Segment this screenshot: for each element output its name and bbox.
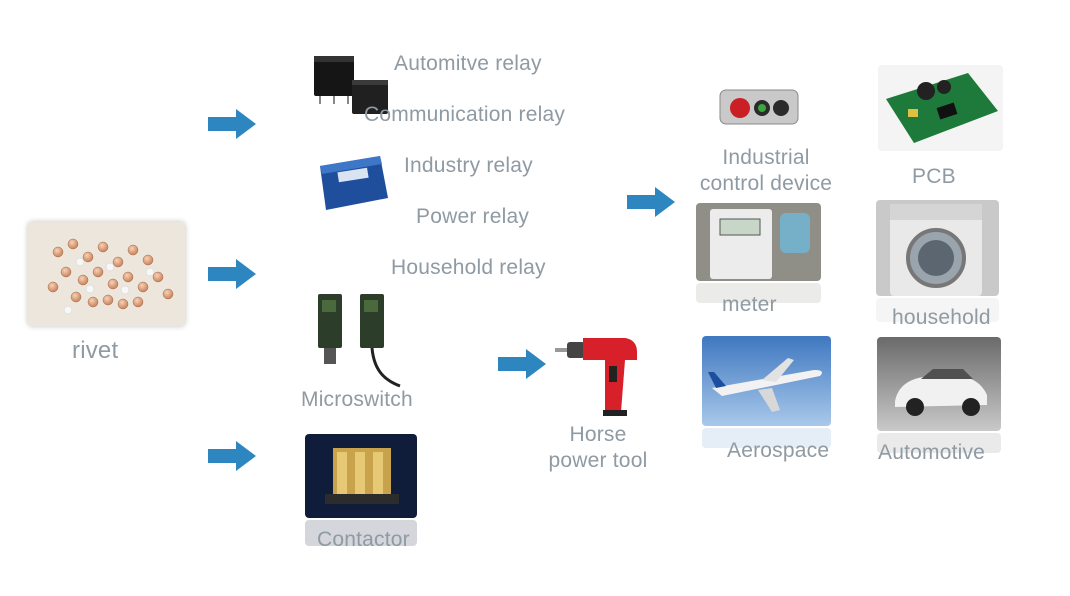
contactor-label: Contactor — [317, 528, 410, 551]
industrial-control-label-line2: control device — [699, 172, 833, 195]
washing-machine-icon — [890, 204, 982, 296]
industrial-control-label-line1: Industrial — [722, 146, 810, 169]
meter-label: meter — [722, 293, 777, 316]
car-icon — [895, 369, 987, 416]
aerospace-reflection — [702, 428, 831, 448]
automotive-label: Automotive — [878, 441, 986, 464]
airplane-icon — [708, 358, 822, 412]
pcb-photo — [878, 65, 1003, 151]
power-tool-label-line1: Horse — [569, 423, 627, 446]
automotive-reflection — [877, 433, 1001, 453]
power-drill-icon — [555, 338, 637, 416]
household-photo — [876, 200, 999, 296]
contactor-reflection — [305, 520, 417, 546]
pcb-label: PCB — [912, 165, 956, 188]
arrow-right-icon — [208, 441, 256, 471]
household-reflection — [876, 298, 999, 322]
microswitch-label: Microswitch — [301, 388, 413, 411]
microswitch-icon — [318, 294, 401, 388]
control-button-box-icon — [719, 89, 799, 125]
automotive-relay-label: Automitve relay — [394, 52, 542, 75]
automotive-relay-icon — [314, 56, 388, 114]
industry-relay-icon — [320, 156, 388, 210]
household-relay-label: Household relay — [391, 256, 546, 279]
arrow-right-icon — [627, 187, 675, 217]
rivet-label: rivet — [72, 337, 119, 364]
rivet-photo — [28, 222, 185, 326]
aerospace-label: Aerospace — [727, 439, 830, 462]
aerospace-photo — [702, 336, 831, 426]
power-relay-label: Power relay — [416, 205, 530, 228]
rivet-pile-icon — [47, 238, 174, 315]
communication-relay-label: Communication relay — [364, 103, 566, 126]
meter-photo — [696, 203, 821, 281]
contactor-photo — [305, 434, 417, 518]
household-label: household — [892, 306, 991, 329]
pcb-icon — [886, 73, 998, 143]
electric-meter-icon — [710, 209, 810, 279]
industry-relay-label: Industry relay — [404, 154, 533, 177]
contactor-icon — [325, 448, 399, 504]
meter-reflection — [696, 283, 821, 303]
arrow-right-icon — [498, 349, 546, 379]
arrow-right-icon — [208, 109, 256, 139]
arrow-right-icon — [208, 259, 256, 289]
power-tool-label-line2: power tool — [548, 449, 648, 472]
automotive-photo — [877, 337, 1001, 431]
